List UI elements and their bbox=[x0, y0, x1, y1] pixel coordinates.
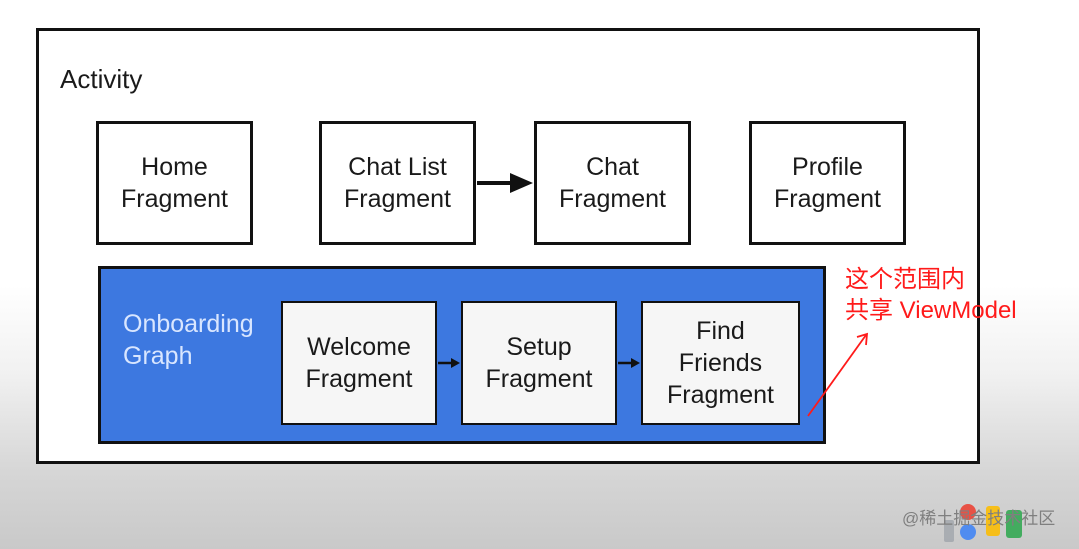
onboarding-graph-label-line1: Onboarding bbox=[123, 310, 254, 338]
welcome-fragment-label-line2: Fragment bbox=[305, 365, 413, 393]
setup-fragment-box: Setup Fragment bbox=[461, 301, 617, 425]
watermark-logo-icon bbox=[944, 504, 1022, 542]
find-friends-fragment-box: Find Friends Fragment bbox=[641, 301, 800, 425]
profile-fragment-label-line2: Fragment bbox=[774, 185, 881, 213]
setup-fragment-label-line1: Setup bbox=[506, 333, 572, 361]
onboarding-graph-label-line2: Graph bbox=[123, 342, 193, 370]
chat-list-fragment-label-line1: Chat List bbox=[348, 153, 447, 181]
onboarding-graph-label: Onboarding Graph bbox=[123, 308, 254, 372]
chat-list-to-chat-arrow bbox=[477, 173, 533, 193]
welcome-fragment-box: Welcome Fragment bbox=[281, 301, 437, 425]
find-friends-fragment-label-line2: Friends bbox=[678, 349, 763, 377]
activity-label: Activity bbox=[60, 64, 143, 94]
welcome-to-setup-arrow bbox=[438, 358, 460, 368]
chat-fragment-label-line1: Chat bbox=[586, 153, 639, 181]
home-fragment-label-line2: Fragment bbox=[121, 185, 228, 213]
profile-fragment-label-line1: Profile bbox=[792, 153, 863, 181]
chat-fragment-label-line2: Fragment bbox=[559, 185, 666, 213]
home-fragment-label-line1: Home bbox=[141, 153, 208, 181]
setup-fragment-label-line2: Fragment bbox=[485, 365, 593, 393]
home-fragment-box: Home Fragment bbox=[96, 121, 253, 245]
find-friends-fragment-label-line1: Find bbox=[696, 317, 745, 345]
annotation-line1: 这个范围内 bbox=[845, 266, 965, 293]
shared-viewmodel-annotation: 这个范围内 共享 ViewModel bbox=[845, 264, 1017, 326]
watermark-text: @稀土掘金技术社区 bbox=[902, 509, 1056, 528]
welcome-fragment-label-line1: Welcome bbox=[307, 333, 411, 361]
chat-list-fragment-label-line2: Fragment bbox=[344, 185, 451, 213]
find-friends-fragment-label-line3: Fragment bbox=[667, 381, 774, 409]
profile-fragment-box: Profile Fragment bbox=[749, 121, 906, 245]
setup-to-find-friends-arrow bbox=[618, 358, 640, 368]
annotation-pointer-arrow bbox=[807, 332, 869, 417]
chat-fragment-box: Chat Fragment bbox=[534, 121, 691, 245]
chat-list-fragment-box: Chat List Fragment bbox=[319, 121, 476, 245]
annotation-line2: 共享 ViewModel bbox=[845, 297, 1017, 324]
